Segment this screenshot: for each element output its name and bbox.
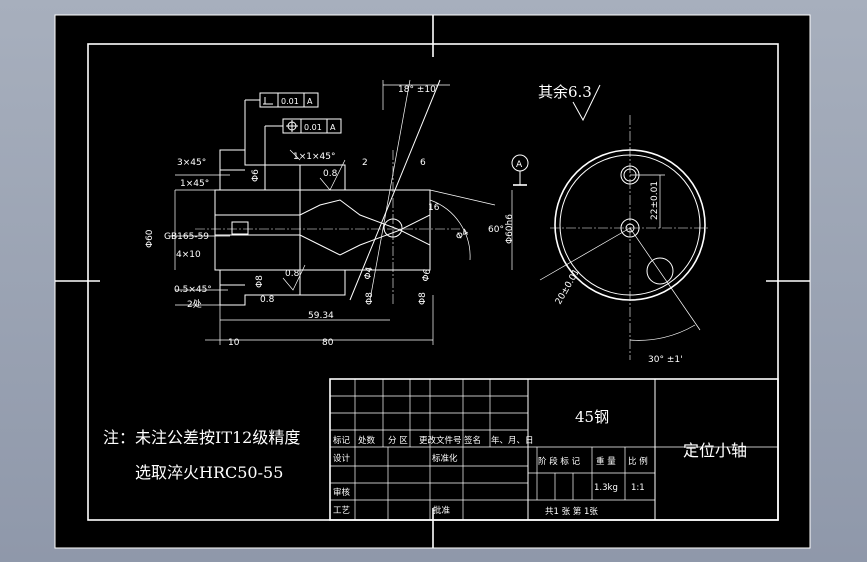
roughness-symbol-2	[282, 264, 306, 291]
dim-angle-top: 18° ±10'	[398, 85, 438, 95]
end-view	[539, 115, 710, 360]
note-line-1: 注：未注公差按IT12级精度	[103, 428, 300, 447]
svg-text:批准: 批准	[433, 505, 451, 516]
svg-text:更改文件号: 更改文件号	[419, 435, 462, 446]
dim-chamfer-c: 0.5×45°	[174, 285, 212, 295]
svg-text:签名: 签名	[464, 435, 481, 446]
pin-hole	[231, 221, 249, 235]
svg-text:阶 段 标 记: 阶 段 标 记	[538, 456, 581, 467]
dim-chamfer-a: 3×45°	[177, 158, 206, 168]
svg-text:处数: 处数	[358, 435, 376, 446]
dim-phi8b: Φ8	[365, 292, 375, 305]
svg-text:重 量: 重 量	[596, 456, 616, 467]
svg-text:分 区: 分 区	[388, 436, 408, 446]
roughness-3: 0.8	[260, 295, 275, 305]
svg-text:设计: 设计	[333, 453, 351, 464]
tol-value-2: 0.01	[304, 123, 322, 132]
svg-text:1.3kg: 1.3kg	[594, 483, 618, 493]
dim-val-2: 2	[362, 158, 368, 168]
svg-text:共1 张 第 1张: 共1 张 第 1张	[545, 506, 598, 517]
dim-len-left: 10	[228, 338, 240, 348]
dim-dia-right: Φ60h6	[505, 214, 515, 244]
part-name: 定位小轴	[683, 441, 747, 460]
dim-22: 22±0.01	[650, 181, 660, 220]
svg-text:比 例: 比 例	[628, 456, 648, 467]
dim-val-6: 6	[420, 158, 426, 168]
tol-datum-1: A	[307, 97, 313, 106]
svg-text:标准化: 标准化	[432, 453, 458, 464]
surface-finish-symbol	[572, 84, 601, 122]
dim-chamfer-c-count: 2处	[187, 298, 202, 310]
angled-axis	[349, 79, 441, 301]
dim-len-inner: 59.34	[308, 311, 334, 321]
dim-phi6b: Φ6	[421, 268, 433, 283]
title-block	[329, 378, 779, 521]
tolerance-frame-parallel[interactable]: 0.01 A	[244, 92, 319, 150]
datum-marker[interactable]: A	[511, 154, 529, 186]
dim-phi6: Φ6	[251, 169, 261, 182]
tolerance-frame-position[interactable]: 0.01 A	[264, 118, 342, 190]
dim-chamfer-b: 1×45°	[180, 179, 209, 189]
dim-dia-left: Φ60	[145, 229, 155, 248]
svg-text:A: A	[516, 160, 523, 170]
dim-angle-60: 60°	[488, 225, 504, 235]
drawing-sheet	[54, 14, 811, 549]
svg-text:工艺: 工艺	[333, 506, 350, 516]
surface-finish-note: 其余6.3	[538, 83, 592, 101]
svg-text:年、月、日: 年、月、日	[491, 435, 534, 446]
svg-text:审核: 审核	[333, 487, 351, 498]
dimensions	[170, 149, 513, 345]
tol-datum-2: A	[330, 123, 336, 132]
dim-std-size: 4×10	[176, 250, 201, 260]
roughness-1: 0.8	[323, 169, 338, 179]
tol-value-1: 0.01	[281, 97, 299, 106]
dim-chamfer-top: 1×1×45°	[293, 152, 336, 162]
note-line-2: 选取淬火HRC50-55	[135, 463, 283, 482]
svg-text:标记: 标记	[333, 435, 351, 446]
title-block-labels: 标记 处数 分 区 更改文件号 签名 年、月、日 设计 标准化 审核 工艺 批准…	[333, 435, 648, 517]
dim-val-16: 16	[428, 203, 440, 213]
dim-angle-30: 30° ±1'	[648, 355, 683, 365]
svg-text:1:1: 1:1	[631, 483, 645, 493]
roughness-2: 0.8	[285, 269, 300, 279]
material-label: 45钢	[575, 408, 609, 426]
roughness-symbol-1	[319, 159, 346, 191]
dim-phi4b: Φ4	[363, 266, 375, 281]
dim-std: GB165-59	[164, 232, 209, 242]
dim-phi8c: Φ8	[418, 292, 428, 305]
dim-len-total: 80	[322, 338, 334, 348]
dim-phi8: Φ8	[255, 275, 265, 288]
